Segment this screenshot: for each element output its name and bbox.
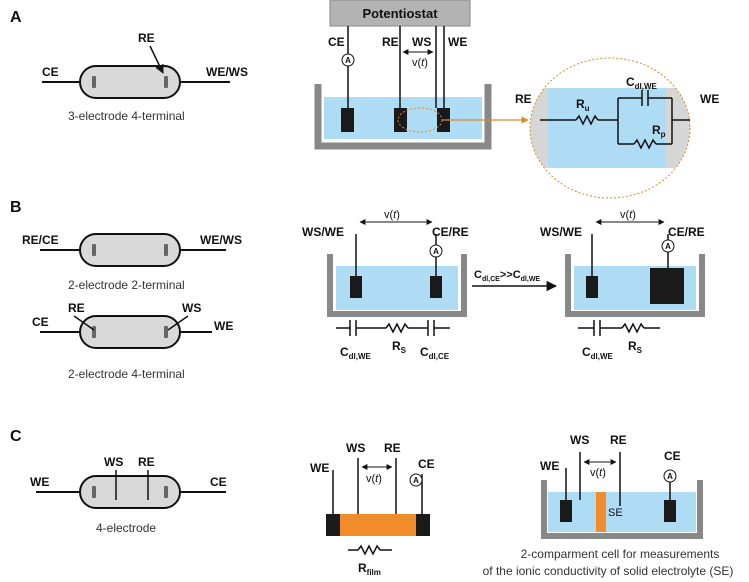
film-we-contact xyxy=(326,514,340,536)
film-ce-contact xyxy=(416,514,430,536)
b1-cdl-ce-label: Cdl,CE xyxy=(420,345,450,361)
zoom-re-label: RE xyxy=(515,92,532,106)
c-film-re-label: RE xyxy=(384,441,401,455)
c-film-ce-label: CE xyxy=(418,457,435,471)
c-pill-re-label: RE xyxy=(138,455,155,469)
a-re-electrode xyxy=(394,108,407,132)
potentiostat-label: Potentiostat xyxy=(362,6,438,21)
cdl-we-label: Cdl,WE xyxy=(626,75,658,91)
c-film-cell: A v(t) WE WS RE CE Rfilm xyxy=(310,441,435,577)
a-ce-electrode xyxy=(341,108,354,132)
b1-cdl-we-label: Cdl,WE xyxy=(340,345,372,361)
c2-we-electrode xyxy=(560,500,572,522)
c2-caption-line2: of the ionic conductivity of solid elect… xyxy=(483,564,734,578)
b2-ammeter: A xyxy=(665,242,671,251)
b-pill2-ce-label: CE xyxy=(32,315,49,329)
b2-rs-label: RS xyxy=(628,339,643,355)
a-cell-body xyxy=(79,65,181,99)
a-ammeter: A xyxy=(345,56,351,65)
a-pill-we-ws-label: WE/WS xyxy=(206,65,248,79)
zoom-ring xyxy=(529,57,691,199)
b-condition-label: Cdl,CE>>Cdl,WE xyxy=(474,269,540,283)
c-pill-we-label: WE xyxy=(30,475,49,489)
b1-rs-label: RS xyxy=(392,339,407,355)
b2-potential-label: v(t) xyxy=(620,209,636,221)
c-film-ws-label: WS xyxy=(346,441,365,455)
b1-ammeter: A xyxy=(433,247,439,256)
a-zoom-equivalent-circuit: RE WE Ru Cdl,WE Rp xyxy=(515,57,719,199)
b2-cdl-we-label: Cdl,WE xyxy=(582,345,614,361)
b-cell-equal-electrodes: A v(t) WS/WE CE/RE Cdl,WE RS Cdl,CE xyxy=(302,209,469,361)
b1-ws-we-electrode xyxy=(350,276,362,298)
c-pill-4-electrode: WE WS RE CE 4-electrode xyxy=(30,455,227,535)
c-film-we-label: WE xyxy=(310,461,329,475)
b-pill2-re-label: RE xyxy=(68,301,85,315)
ru-resistor xyxy=(575,114,599,126)
ru-label: Ru xyxy=(576,97,590,113)
b-pill-4-terminal: CE RE WS WE 2-electrode 4-terminal xyxy=(32,301,233,381)
b1-ce-re-label: CE/RE xyxy=(432,225,469,239)
c2-caption-line1: 2-comparment cell for measurements xyxy=(521,547,720,561)
b2-ws-we-electrode xyxy=(586,276,598,298)
b-pill1-we-ws-label: WE/WS xyxy=(200,233,242,247)
a-potential-label: v(t) xyxy=(412,57,428,69)
section-label-b: B xyxy=(10,199,22,216)
se-label: SE xyxy=(608,507,623,519)
r-film-label: Rfilm xyxy=(358,561,381,577)
b1-ce-re-electrode xyxy=(430,276,442,298)
a-pill-caption: 3-electrode 4-terminal xyxy=(68,109,185,123)
a-potentiostat-cell: Potentiostat A CE RE WS WE v(t) xyxy=(314,0,529,150)
b-cell-large-counter: A v(t) WS/WE CE/RE Cdl,WE RS xyxy=(540,209,705,361)
rp-resistor xyxy=(633,138,657,150)
zoom-we-label: WE xyxy=(700,92,719,106)
a-cell-re-label: RE xyxy=(382,35,399,49)
b2-large-ce-re-electrode xyxy=(650,268,684,304)
a-pill-ce-label: CE xyxy=(42,65,59,79)
c2-re-label: RE xyxy=(610,433,627,447)
c-pill-ce-label: CE xyxy=(210,475,227,489)
c2-ce-label: CE xyxy=(664,449,681,463)
c-pill-caption: 4-electrode xyxy=(96,521,156,535)
b-pill2-we-label: WE xyxy=(214,319,233,333)
b2-ce-re-label: CE/RE xyxy=(668,225,705,239)
a-cell-ws-label: WS xyxy=(412,35,431,49)
a-pill-schematic: CE RE WE/WS 3-electrode 4-terminal xyxy=(42,31,248,123)
b-pill1-re-ce-label: RE/CE xyxy=(22,233,59,247)
b-pill2-ws-label: WS xyxy=(182,301,201,315)
a-cell-we-label: WE xyxy=(448,35,467,49)
c-pill-ws-label: WS xyxy=(104,455,123,469)
solid-electrolyte-membrane xyxy=(596,492,606,532)
b-pill2-caption: 2-electrode 4-terminal xyxy=(68,367,185,381)
c-film-ammeter: A xyxy=(413,476,419,485)
c2-we-label: WE xyxy=(540,459,559,473)
b1-ws-we-label: WS/WE xyxy=(302,225,344,239)
b2-ws-we-label: WS/WE xyxy=(540,225,582,239)
c2-ce-electrode xyxy=(664,500,676,522)
section-label-c: C xyxy=(10,428,22,445)
c2-ws-label: WS xyxy=(570,433,589,447)
b-pill-2-terminal: RE/CE WE/WS 2-electrode 2-terminal xyxy=(22,233,242,292)
film-layer xyxy=(326,514,430,536)
section-label-a: A xyxy=(10,9,22,26)
a-cell-ce-label: CE xyxy=(328,35,345,49)
c-two-compartment-cell: A v(t) SE WE WS RE CE 2-comparment cell … xyxy=(483,433,734,578)
c2-potential-label: v(t) xyxy=(590,467,606,479)
b-pill1-caption: 2-electrode 2-terminal xyxy=(68,278,185,292)
a-pill-re-label: RE xyxy=(138,31,155,45)
b1-potential-label: v(t) xyxy=(384,209,400,221)
c2-ammeter: A xyxy=(667,472,673,481)
c-film-potential-label: v(t) xyxy=(366,473,382,485)
b-transition-arrow: Cdl,CE>>Cdl,WE xyxy=(472,269,558,292)
rp-label: Rp xyxy=(652,123,666,139)
